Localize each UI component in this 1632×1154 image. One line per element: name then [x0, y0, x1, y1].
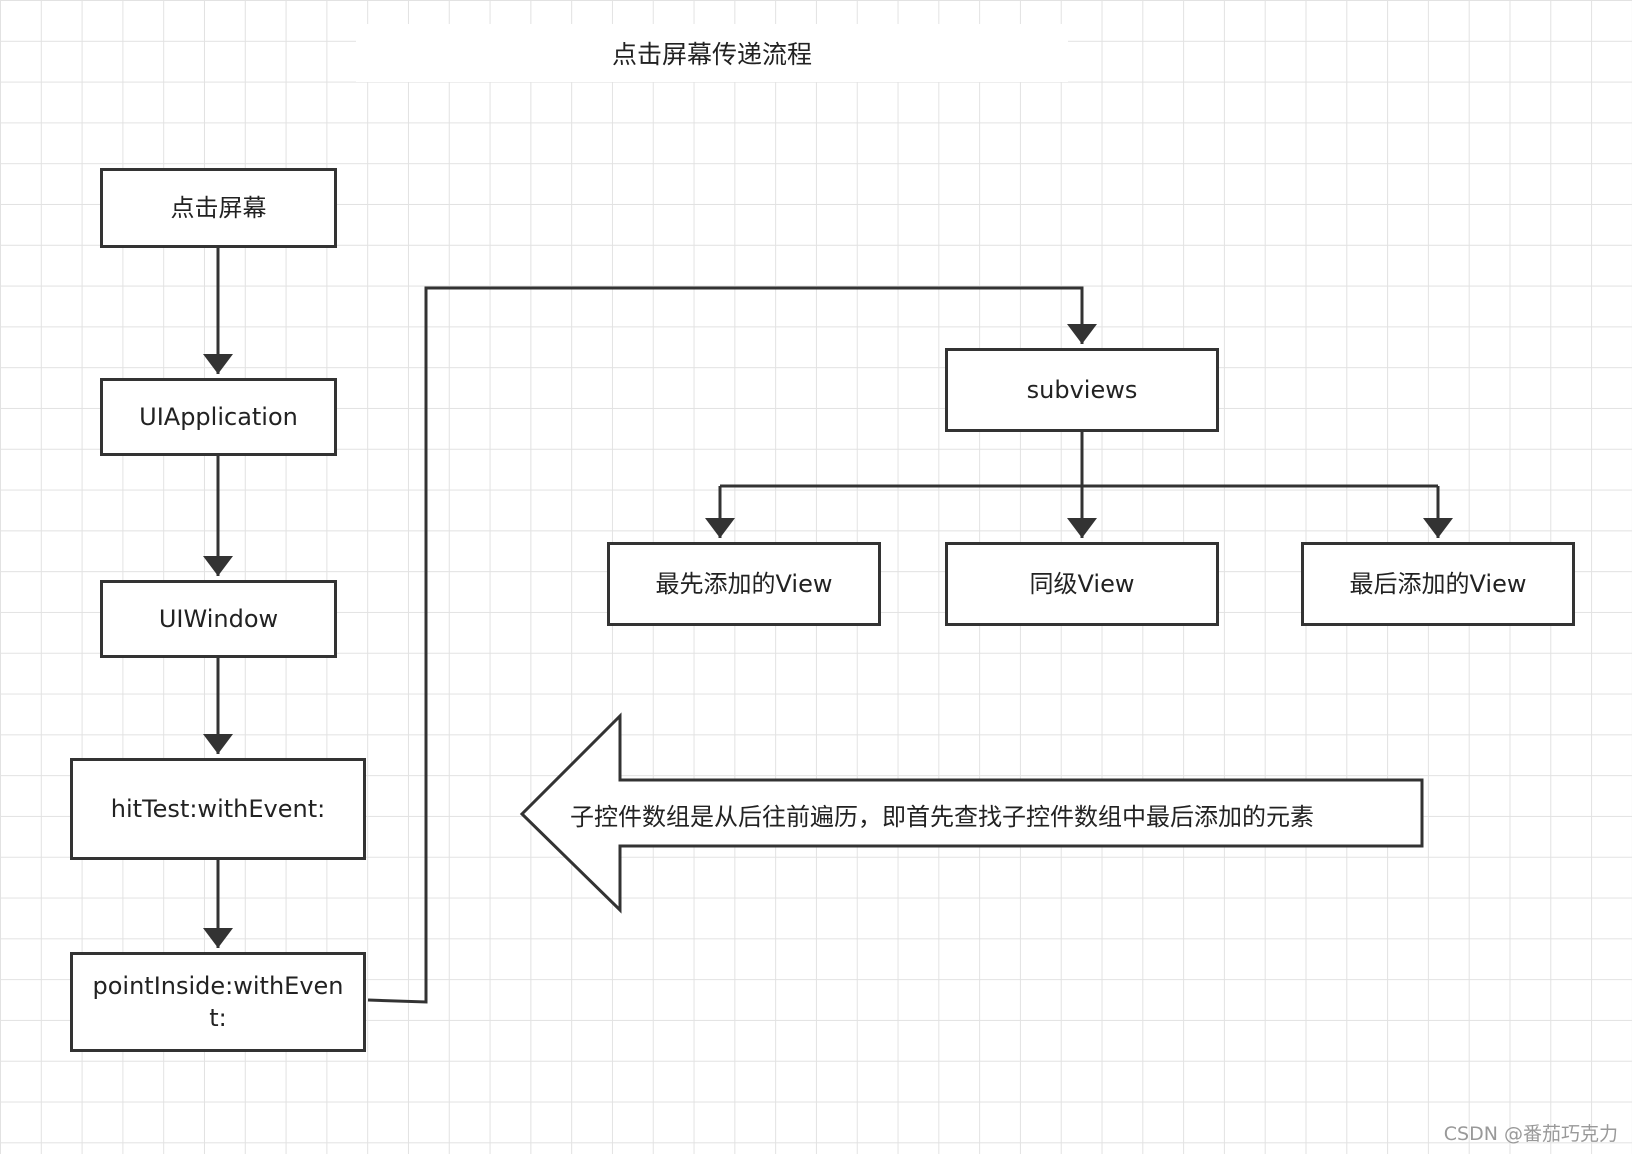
node-first-added-view-label: 最先添加的View [655, 570, 833, 598]
node-subviews: subviews [945, 348, 1219, 432]
node-hittest: hitTest:withEvent: [70, 758, 366, 860]
node-sibling-view: 同级View [945, 542, 1219, 626]
node-tap-screen-label: 点击屏幕 [170, 194, 267, 222]
arrow-pointinside-to-subviews [367, 286, 1097, 1004]
watermark: CSDN @番茄巧克力 [1443, 1123, 1618, 1145]
node-uiapplication-label: UIApplication [139, 403, 298, 431]
diagram-title: 点击屏幕传递流程 [611, 40, 812, 69]
node-uiwindow-label: UIWindow [158, 605, 279, 633]
node-uiapplication: UIApplication [100, 378, 337, 456]
node-pointinside: pointInside:withEvent: [70, 952, 366, 1052]
node-first-added-view: 最先添加的View [607, 542, 881, 626]
left-block-arrow-shape [519, 712, 1424, 914]
title-background [356, 24, 1068, 82]
node-subviews-label: subviews [1026, 376, 1138, 404]
node-last-added-view: 最后添加的View [1301, 542, 1575, 626]
node-last-added-view-label: 最后添加的View [1349, 570, 1527, 598]
node-tap-screen: 点击屏幕 [100, 168, 337, 248]
node-hittest-label: hitTest:withEvent: [110, 795, 326, 823]
traversal-note: 子控件数组是从后往前遍历，即首先查找子控件数组中最后添加的元素 [570, 802, 1314, 831]
node-uiwindow: UIWindow [100, 580, 337, 658]
node-pointinside-label: pointInside:withEvent: [92, 972, 344, 1032]
node-sibling-view-label: 同级View [1029, 570, 1135, 598]
